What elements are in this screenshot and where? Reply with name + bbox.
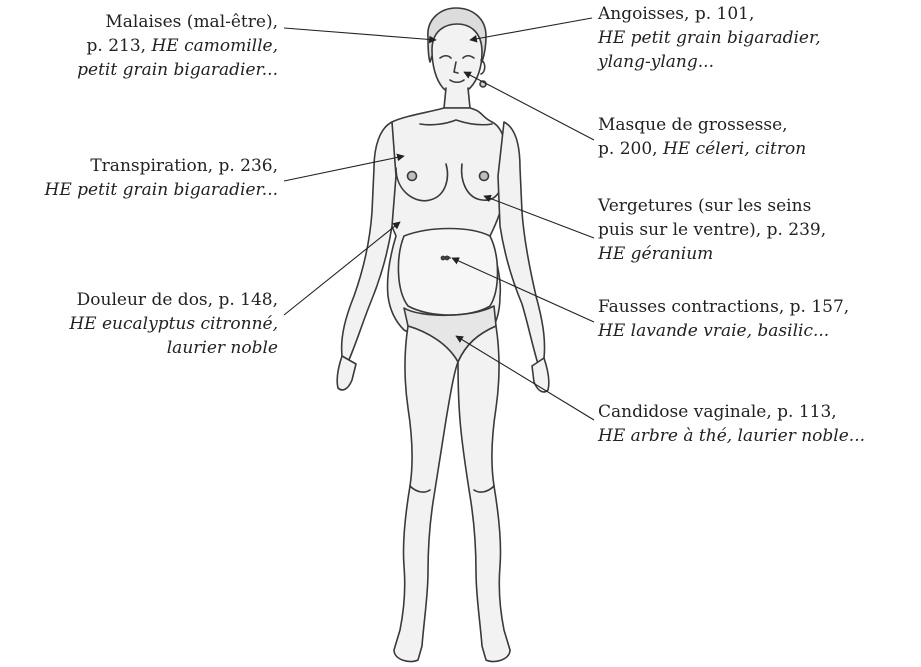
label-candidose: Candidose vaginale, p. 113, HE arbre à t… bbox=[598, 400, 865, 448]
label-malaises: Malaises (mal-être), p. 213, HE camomill… bbox=[77, 10, 278, 82]
angoisses-line3: ylang-ylang... bbox=[598, 50, 821, 74]
label-fausses-contractions: Fausses contractions, p. 157, HE lavande… bbox=[598, 295, 849, 343]
right-leg bbox=[458, 326, 510, 662]
fausses-contractions-line2: HE lavande vraie, basilic... bbox=[598, 319, 849, 343]
leader-malaises bbox=[284, 28, 436, 40]
douleur-dos-line1: Douleur de dos, p. 148, bbox=[69, 288, 278, 312]
vergetures-line3: HE géranium bbox=[598, 242, 826, 266]
transpiration-line1: Transpiration, p. 236, bbox=[45, 154, 278, 178]
malaises-line2-italic: HE camomille, bbox=[151, 36, 278, 56]
masque-line2-plain: p. 200, bbox=[598, 139, 663, 159]
douleur-dos-line2: HE eucalyptus citronné, bbox=[69, 312, 278, 336]
label-douleur-dos: Douleur de dos, p. 148, HE eucalyptus ci… bbox=[69, 288, 278, 360]
vergetures-line1: Vergetures (sur les seins bbox=[598, 194, 826, 218]
candidose-line1: Candidose vaginale, p. 113, bbox=[598, 400, 865, 424]
label-angoisses: Angoisses, p. 101, HE petit grain bigara… bbox=[598, 2, 821, 74]
neck bbox=[444, 88, 470, 108]
candidose-line2: HE arbre à thé, laurier noble... bbox=[598, 424, 865, 448]
malaises-line3: petit grain bigaradier... bbox=[77, 58, 278, 82]
label-masque: Masque de grossesse, p. 200, HE céleri, … bbox=[598, 113, 806, 161]
woman-figure bbox=[337, 8, 549, 662]
left-hand bbox=[337, 356, 356, 390]
transpiration-line2: HE petit grain bigaradier... bbox=[45, 178, 278, 202]
head bbox=[432, 24, 482, 95]
masque-line1: Masque de grossesse, bbox=[598, 113, 806, 137]
malaises-line2-plain: p. 213, bbox=[87, 36, 152, 56]
fausses-contractions-line1: Fausses contractions, p. 157, bbox=[598, 295, 849, 319]
masque-line2-italic: HE céleri, citron bbox=[663, 139, 806, 159]
leader-angoisses bbox=[470, 18, 592, 40]
right-arm bbox=[498, 122, 545, 364]
left-leg bbox=[394, 326, 458, 662]
vergetures-line2: puis sur le ventre), p. 239, bbox=[598, 218, 826, 242]
label-transpiration: Transpiration, p. 236, HE petit grain bi… bbox=[45, 154, 278, 202]
left-arm bbox=[342, 122, 396, 362]
angoisses-line2: HE petit grain bigaradier, bbox=[598, 26, 821, 50]
label-vergetures: Vergetures (sur les seins puis sur le ve… bbox=[598, 194, 826, 266]
malaises-line1: Malaises (mal-être), bbox=[77, 10, 278, 34]
angoisses-line1: Angoisses, p. 101, bbox=[598, 2, 821, 26]
douleur-dos-line3: laurier noble bbox=[69, 336, 278, 360]
